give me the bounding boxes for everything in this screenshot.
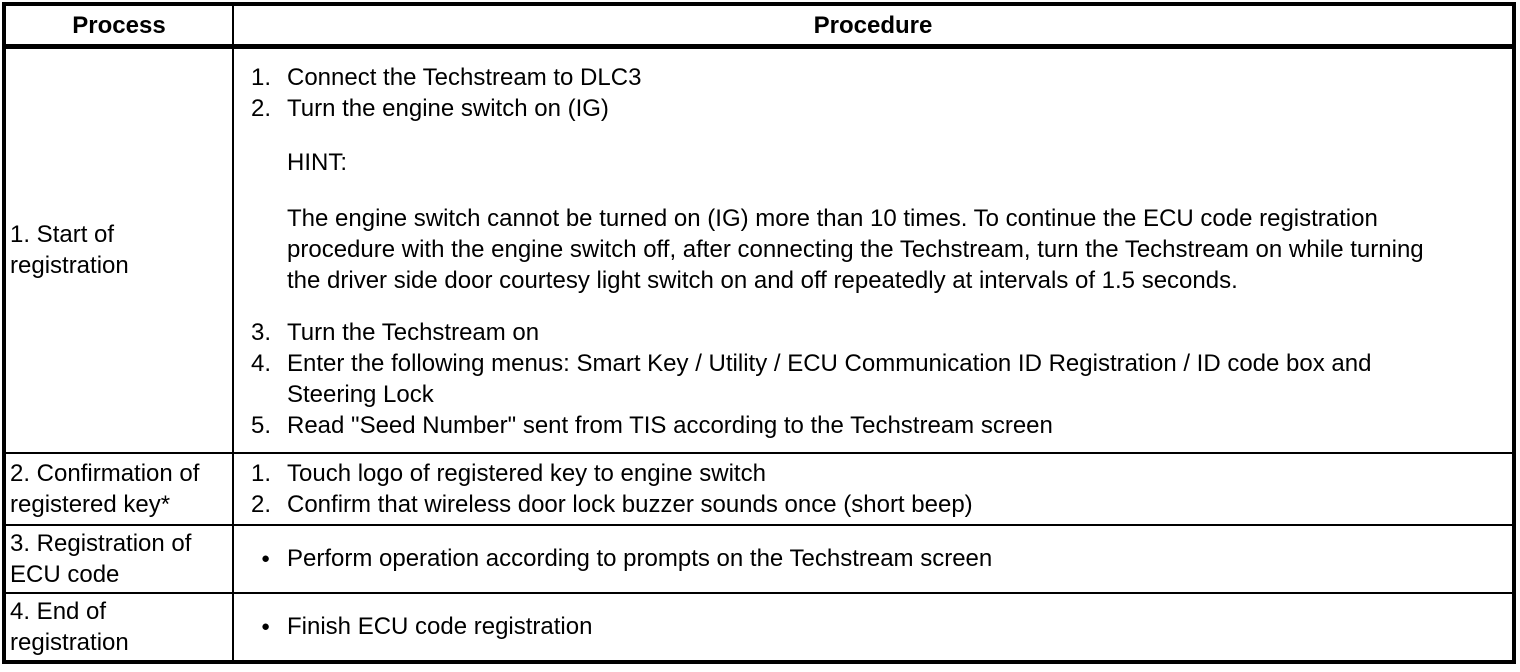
process-text-line: registration [10,252,129,280]
table-row-start-of-registration: 1. Start of registration 1. Connect the … [3,45,1515,454]
step-text: Confirm that wireless door lock buzzer s… [287,490,973,518]
numbered-step: 2. Confirm that wireless door lock buzze… [251,489,1504,520]
bullet-icon: ● [261,550,271,568]
process-cell: 1. Start of registration [3,45,234,454]
step-text: Finish ECU code registration [287,613,593,641]
header-row: Process Procedure [3,3,1515,49]
hint-label: HINT: [287,149,347,176]
step-number: 2. [251,490,272,518]
step-number: 1. [251,459,272,487]
step-number: 4. [251,350,272,377]
procedure-cell: ● Perform operation according to prompts… [232,523,1515,594]
bullet-step: ● Finish ECU code registration [251,611,1504,642]
process-text-line: ECU code [10,560,120,588]
step-number: 1. [251,64,272,91]
step-text: Enter the following menus: Smart Key / U… [287,350,1372,377]
step-text: Touch logo of registered key to engine s… [287,459,766,487]
process-cell: 3. Registration of ECU code [3,523,234,594]
table-row-registration-of-ecu-code: 3. Registration of ECU code ● Perform op… [3,523,1515,594]
process-text-line: 4. End of [10,597,107,625]
bullet-step: ● Perform operation according to prompts… [251,543,1504,574]
numbered-step-list: 1. Touch logo of registered key to engin… [251,458,1504,520]
numbered-step-list: 3. Turn the Techstream on 4. Enter the f… [251,317,1504,441]
process-text-line: 1. Start of [10,221,115,249]
process-text-line: registered key* [10,490,171,518]
process-text-line: registration [10,628,129,656]
process-cell: 2. Confirmation of registered key* [3,451,234,526]
table-row-end-of-registration: 4. End of registration ● Finish ECU code… [3,591,1515,664]
step-text: Turn the engine switch on (IG) [287,95,609,122]
numbered-step: 2. Turn the engine switch on (IG) [251,93,1504,124]
step-number: 3. [251,319,272,346]
procedure-cell: 1. Connect the Techstream to DLC3 2. Tur… [232,45,1515,454]
numbered-step: 5. Read "Seed Number" sent from TIS acco… [251,410,1504,441]
numbered-step-list: 1. Connect the Techstream to DLC3 2. Tur… [251,62,1504,124]
step-text: Steering Lock [287,381,434,408]
header-cell-procedure: Procedure [232,3,1515,49]
numbered-step: 4. Enter the following menus: Smart Key … [251,348,1504,410]
process-text-line: 3. Registration of [10,529,192,557]
numbered-step: 3. Turn the Techstream on [251,317,1504,348]
step-text: Perform operation according to prompts o… [287,545,993,573]
hint-paragraph: The engine switch cannot be turned on (I… [287,203,1504,296]
step-text: Connect the Techstream to DLC3 [287,64,642,91]
hint-text-line: The engine switch cannot be turned on (I… [287,205,1378,232]
table-row-confirmation-of-registered-key: 2. Confirmation of registered key* 1. To… [3,451,1515,526]
hint-text-line: the driver side door courtesy light swit… [287,267,1238,294]
step-text: Read "Seed Number" sent from TIS accordi… [287,412,1053,439]
step-number: 2. [251,95,272,122]
step-number: 5. [251,412,272,439]
procedure-cell: ● Finish ECU code registration [232,591,1515,664]
process-text-line: 2. Confirmation of [10,459,200,487]
procedure-cell: 1. Touch logo of registered key to engin… [232,451,1515,526]
bullet-icon: ● [261,618,271,636]
process-cell: 4. End of registration [3,591,234,664]
numbered-step: 1. Touch logo of registered key to engin… [251,458,1504,489]
numbered-step: 1. Connect the Techstream to DLC3 [251,62,1504,93]
hint-text-line: procedure with the engine switch off, af… [287,236,1424,263]
header-cell-process: Process [3,3,234,49]
step-text: Turn the Techstream on [287,319,540,346]
